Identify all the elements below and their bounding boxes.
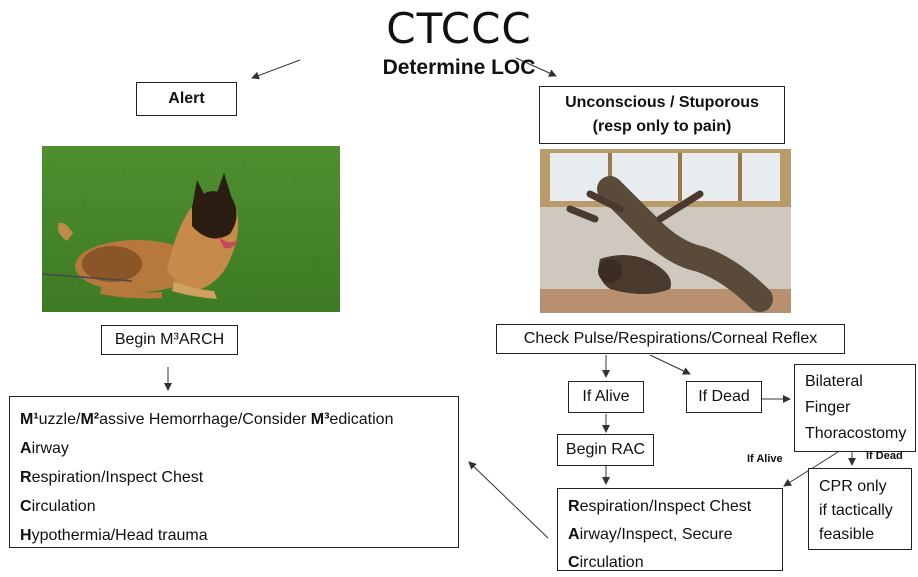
- check-pulse-label: Check Pulse/Respirations/Corneal Reflex: [523, 330, 818, 347]
- begin-march-box: Begin M³ARCH: [101, 325, 238, 355]
- cpr-line-2: if tactically: [819, 502, 893, 519]
- if-alive-small-label: If Alive: [747, 453, 783, 465]
- unconscious-line1: Unconscious / Stuporous: [565, 94, 759, 111]
- alert-label: Alert: [168, 90, 205, 107]
- rac-list-box: Respiration/Inspect Chest Airway/Inspect…: [557, 488, 783, 571]
- thoracostomy-line-thoracostomy: Thoracostomy: [805, 425, 907, 442]
- cpr-box: CPR only if tactically feasible: [808, 468, 912, 550]
- page-subtitle: Determine LOC: [382, 56, 536, 79]
- march-item-hypothermia: Hypothermia/Head trauma: [20, 527, 208, 544]
- alert-box: Alert: [136, 82, 237, 116]
- unconscious-line2: (resp only to pain): [592, 118, 732, 135]
- march-item-respiration: Respiration/Inspect Chest: [20, 469, 204, 486]
- unconscious-dog-photo: [540, 149, 791, 313]
- begin-rac-box: Begin RAC: [557, 434, 654, 466]
- rac-item-respiration: Respiration/Inspect Chest: [568, 498, 752, 515]
- if-dead-label: If Dead: [698, 388, 750, 405]
- if-dead-box: If Dead: [686, 381, 762, 413]
- alert-dog-photo: [42, 146, 340, 312]
- march-item-muzzle: M¹uzzle/M²assive Hemorrhage/Consider M³e…: [20, 411, 394, 428]
- cpr-line-1: CPR only: [819, 478, 887, 495]
- if-alive-label: If Alive: [582, 388, 630, 405]
- rac-item-circulation: Circulation: [568, 554, 644, 571]
- thoracostomy-box: Bilateral Finger Thoracostomy: [794, 364, 916, 452]
- rac-item-airway: Airway/Inspect, Secure: [568, 526, 733, 543]
- cpr-line-3: feasible: [819, 526, 875, 543]
- if-dead-small-label: If Dead: [866, 450, 903, 462]
- thoracostomy-line-bilateral: Bilateral: [805, 373, 863, 390]
- march-item-airway: Airway: [20, 440, 69, 457]
- page-title: CTCCC: [386, 4, 532, 53]
- unconscious-box: Unconscious / Stuporous (resp only to pa…: [539, 86, 785, 144]
- begin-rac-label: Begin RAC: [565, 441, 646, 458]
- check-pulse-box: Check Pulse/Respirations/Corneal Reflex: [496, 324, 845, 354]
- if-alive-box: If Alive: [568, 381, 644, 413]
- march-list-box: M¹uzzle/M²assive Hemorrhage/Consider M³e…: [9, 396, 459, 548]
- begin-march-label: Begin M³ARCH: [114, 331, 225, 348]
- march-item-circulation: Circulation: [20, 498, 96, 515]
- thoracostomy-line-finger: Finger: [805, 399, 851, 416]
